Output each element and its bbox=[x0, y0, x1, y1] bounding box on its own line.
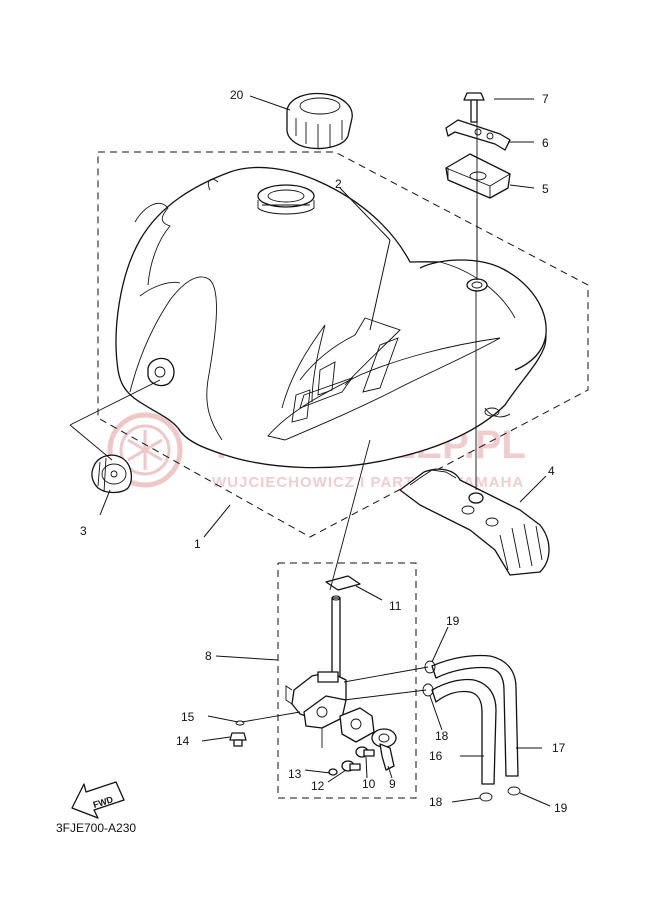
diagram-code: 3FJE700-A230 bbox=[56, 821, 136, 835]
leader-lines bbox=[99, 95, 551, 807]
callout-5: 5 bbox=[542, 182, 549, 196]
damper-5 bbox=[445, 153, 511, 199]
clip-18-lower bbox=[479, 792, 493, 802]
callout-19-lower: 19 bbox=[554, 801, 568, 815]
callout-8: 8 bbox=[205, 649, 212, 663]
callout-10: 10 bbox=[362, 777, 376, 791]
bracket-4 bbox=[399, 468, 550, 576]
assembly-lines bbox=[69, 122, 478, 748]
tank-decal-graphics bbox=[267, 317, 501, 441]
fuel-cap bbox=[286, 92, 353, 150]
cover-plate bbox=[339, 707, 375, 743]
callout-4: 4 bbox=[548, 464, 555, 478]
screw-10 bbox=[355, 746, 375, 758]
callout-13: 13 bbox=[288, 767, 302, 781]
callout-12: 12 bbox=[311, 779, 325, 793]
callout-labels: 20 7 6 5 2 3 1 4 11 8 19 18 15 14 13 12 … bbox=[80, 88, 568, 815]
callout-7: 7 bbox=[542, 92, 549, 106]
drain-bolt-14 bbox=[229, 732, 247, 747]
callout-18-lower: 18 bbox=[429, 795, 443, 809]
screw-12 bbox=[341, 760, 361, 772]
callout-3: 3 bbox=[80, 524, 87, 538]
clip-19-upper bbox=[424, 660, 436, 674]
lever-9 bbox=[371, 728, 397, 771]
fwd-arrow-icon: FWD bbox=[71, 781, 125, 819]
callout-15: 15 bbox=[181, 710, 195, 724]
grommet-3 bbox=[91, 454, 133, 494]
washer-13 bbox=[328, 768, 338, 776]
bolt-7 bbox=[463, 92, 485, 123]
yamaha-tuning-fork-icon bbox=[107, 412, 183, 488]
callout-9: 9 bbox=[389, 777, 396, 791]
callout-6: 6 bbox=[542, 136, 549, 150]
hose-clips bbox=[422, 660, 521, 802]
callout-18-upper: 18 bbox=[435, 729, 449, 743]
fuel-cock-8 bbox=[285, 595, 347, 729]
callout-19-upper: 19 bbox=[446, 614, 460, 628]
fuel-hoses bbox=[431, 654, 519, 785]
callout-2: 2 bbox=[335, 177, 342, 191]
callout-16: 16 bbox=[429, 749, 443, 763]
fuel-cock-dashed-box bbox=[277, 562, 417, 799]
o-ring-15 bbox=[235, 720, 245, 726]
clip-19-lower bbox=[507, 786, 521, 796]
tank-dashed-outline bbox=[97, 151, 589, 538]
callout-14: 14 bbox=[176, 734, 190, 748]
callout-1: 1 bbox=[194, 537, 201, 551]
bracket-6 bbox=[445, 119, 511, 151]
gasket-11 bbox=[325, 575, 361, 591]
callout-17: 17 bbox=[552, 741, 566, 755]
callout-11: 11 bbox=[389, 599, 402, 613]
filler-neck bbox=[257, 184, 315, 215]
fuel-tank bbox=[115, 166, 547, 469]
callout-20: 20 bbox=[230, 88, 244, 102]
